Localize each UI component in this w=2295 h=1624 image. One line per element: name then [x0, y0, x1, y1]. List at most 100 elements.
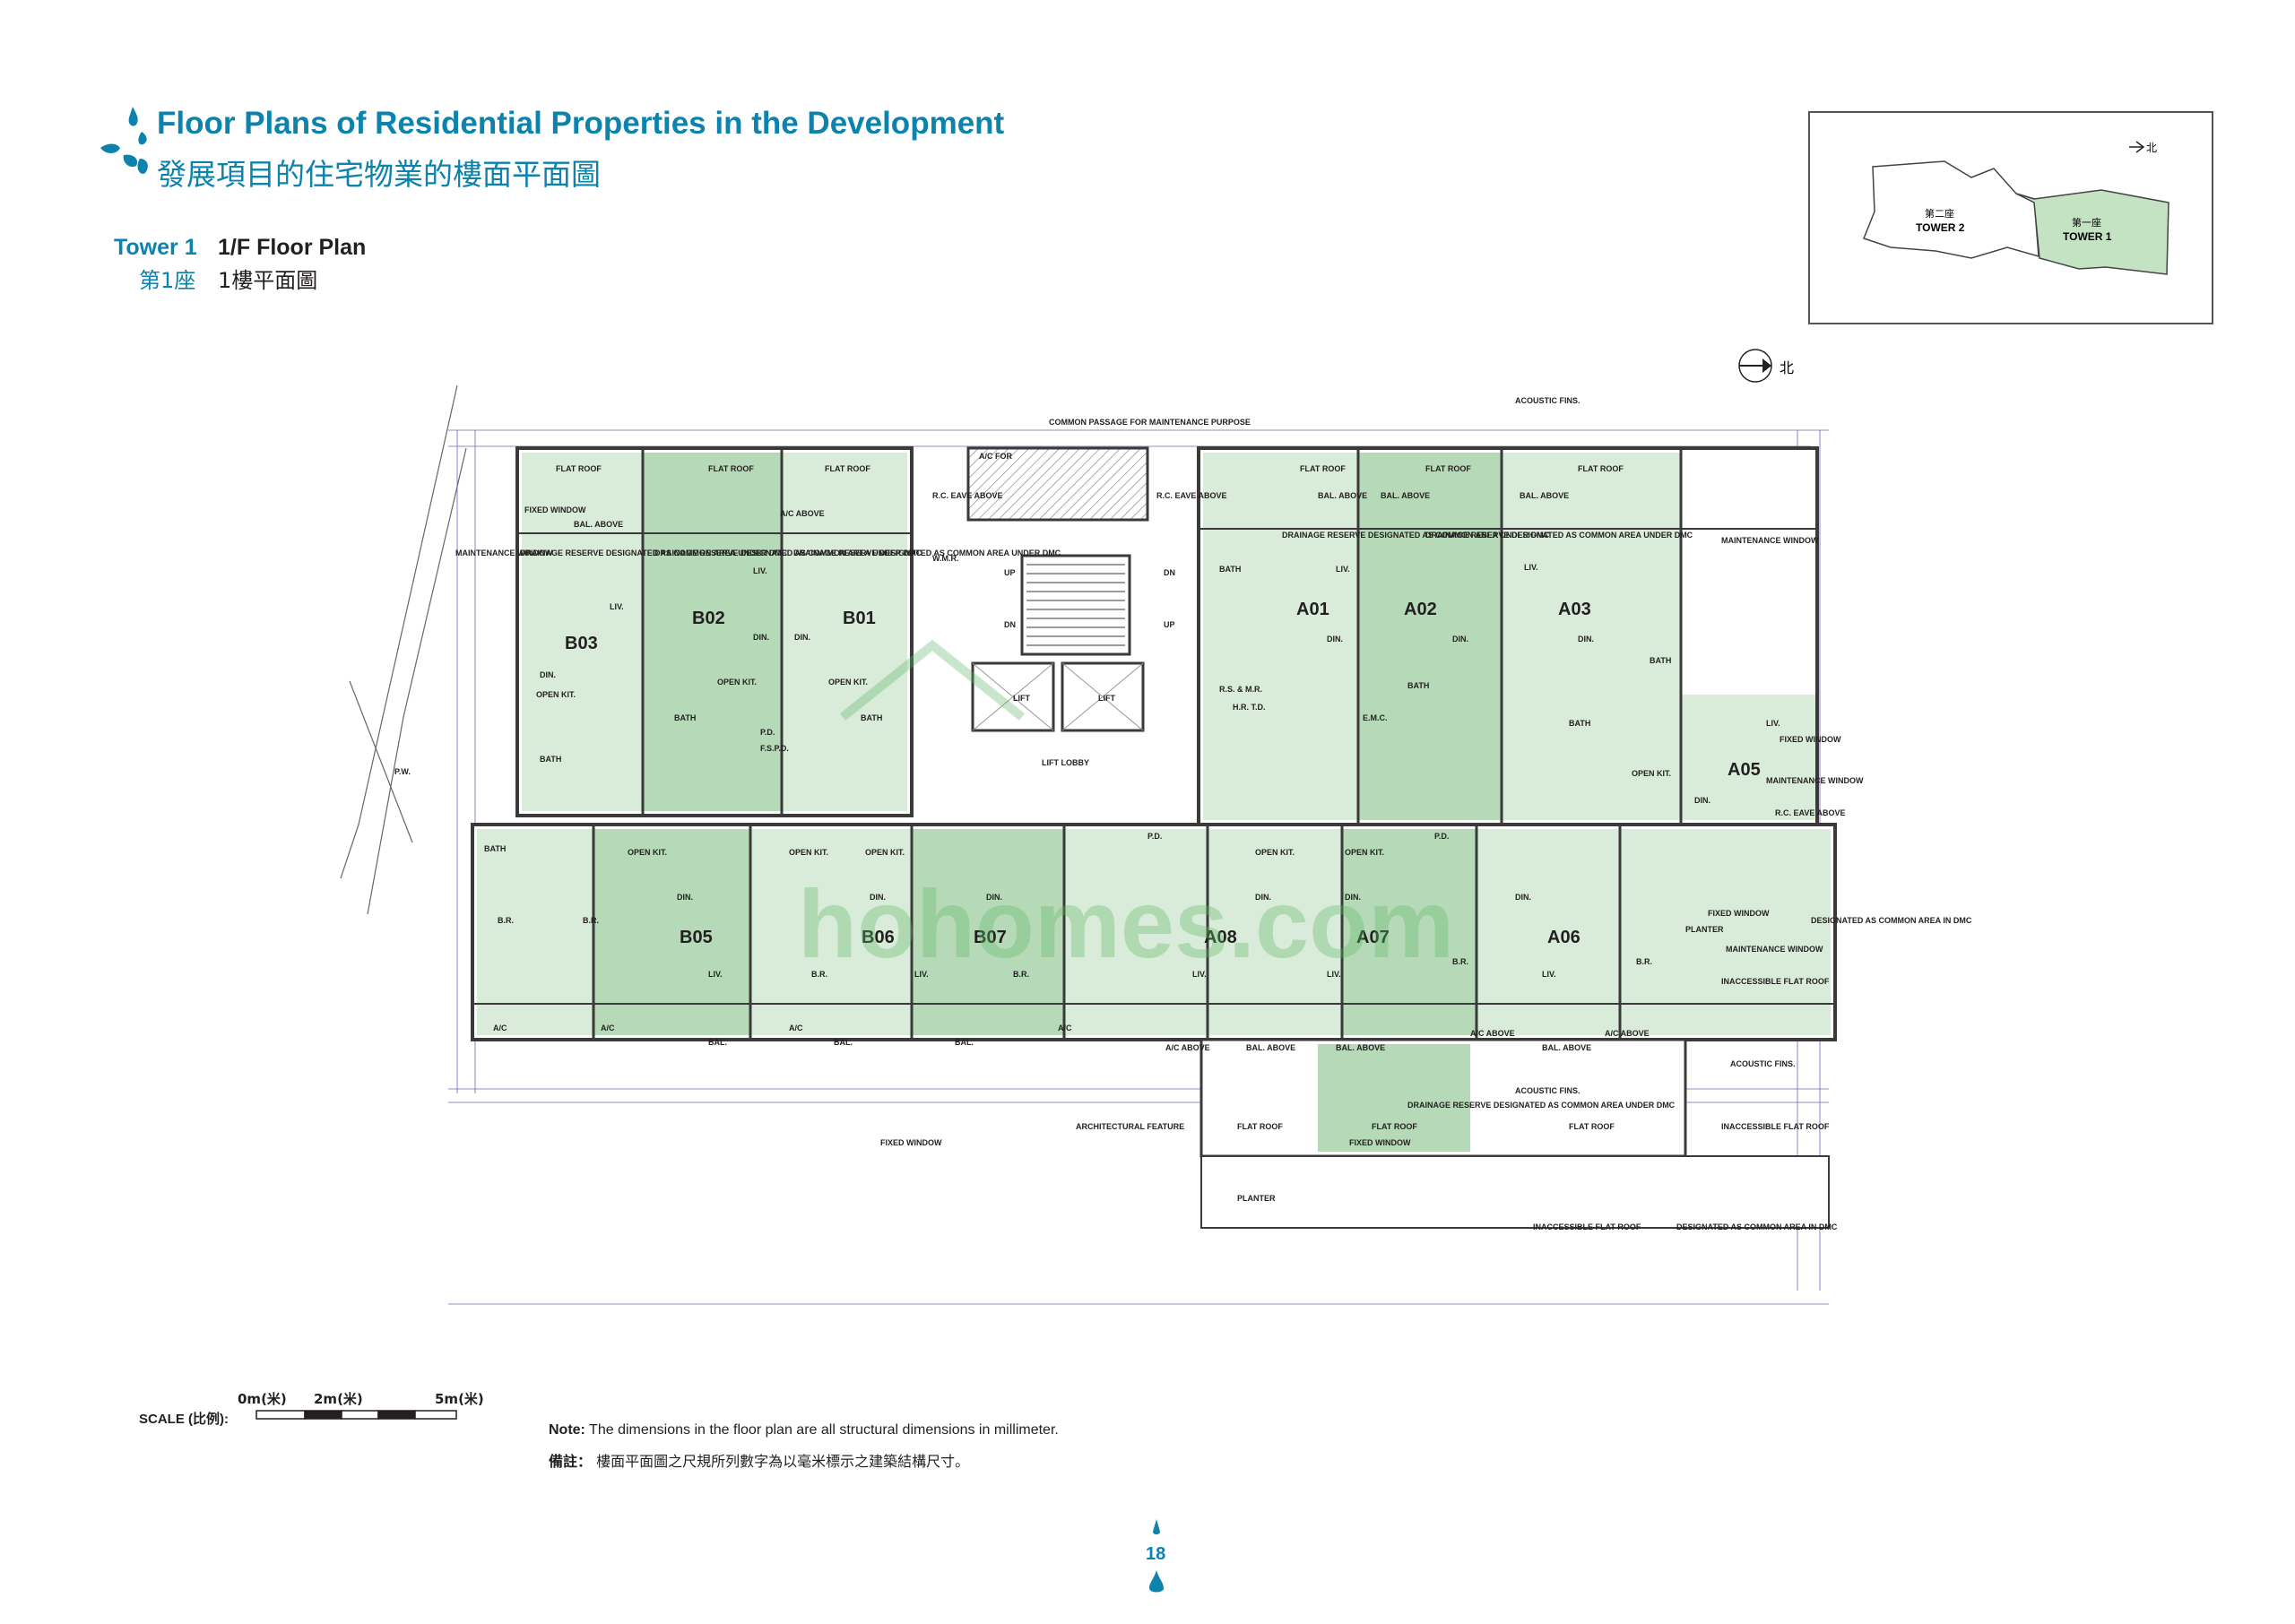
hrtd-label: H.R. T.D.: [1233, 703, 1266, 712]
bath-label: BATH: [1219, 565, 1241, 574]
up-label: UP: [1004, 568, 1016, 577]
bal-label: BAL.: [834, 1038, 853, 1047]
pw-label: P.W.: [394, 767, 411, 776]
liv-label: LIV.: [708, 970, 723, 979]
din-label: DIN.: [540, 670, 556, 679]
drainage-label: DRAINAGE RESERVE DESIGNATED AS COMMON AR…: [793, 549, 1061, 557]
flat-roof-label: FLAT ROOF: [1300, 464, 1346, 473]
floor-plan: 北: [340, 349, 1972, 1305]
bal-above-label: BAL. ABOVE: [1520, 491, 1569, 500]
drainage-label: DRAINAGE RESERVE DESIGNATED AS COMMON AR…: [1407, 1101, 1676, 1110]
page-title: Floor Plans of Residential Properties in…: [157, 106, 1005, 141]
upper-right-wing: [1197, 446, 1819, 826]
unit-label-a02: A02: [1404, 600, 1437, 619]
common-passage-label: COMMON PASSAGE FOR MAINTENANCE PURPOSE: [1049, 418, 1251, 427]
liv-label: LIV.: [914, 970, 929, 979]
ac-for-label: A/C FOR: [979, 452, 1012, 461]
open-kit-label: OPEN KIT.: [717, 678, 757, 687]
liv-label: LIV.: [1766, 719, 1780, 728]
dn-label: DN: [1164, 568, 1175, 577]
din-label: DIN.: [1327, 635, 1343, 644]
rc-eave-label: R.C. EAVE ABOVE: [932, 491, 1003, 500]
flat-roof-label: FLAT ROOF: [556, 464, 602, 473]
din-label: DIN.: [1452, 635, 1468, 644]
din-label: DIN.: [794, 633, 810, 642]
lift-label: LIFT: [1098, 694, 1115, 703]
inaccessible-label: INACCESSIBLE FLAT ROOF: [1721, 1122, 1830, 1131]
din-label: DIN.: [753, 633, 769, 642]
bath-label: BATH: [540, 755, 561, 764]
scale-bar: [255, 1410, 457, 1420]
rc-eave-label: R.C. EAVE ABOVE: [1156, 491, 1227, 500]
planter-label: PLANTER: [1685, 925, 1724, 934]
bal-above-label: BAL. ABOVE: [1336, 1043, 1385, 1052]
open-kit-label: OPEN KIT.: [828, 678, 868, 687]
ac-label: A/C: [1058, 1024, 1072, 1032]
din-label: DIN.: [1345, 893, 1361, 902]
bal-label: BAL.: [708, 1038, 727, 1047]
unit-label-a03: A03: [1558, 600, 1591, 619]
pd-label: P.D.: [1434, 832, 1449, 841]
fixed-window-label: FIXED WINDOW: [1349, 1138, 1411, 1147]
designated-label: DESIGNATED AS COMMON AREA IN DMC: [1676, 1222, 1838, 1231]
scale-tick-5: 5m(米): [435, 1391, 484, 1407]
key-plan-tower2-zh: 第二座: [1925, 207, 1954, 220]
fixed-window-label: FIXED WINDOW: [1780, 735, 1841, 744]
open-kit-label: OPEN KIT.: [1255, 848, 1295, 857]
plan-label-chinese: 1樓平面圖: [218, 268, 318, 293]
unit-label-a06: A06: [1547, 928, 1581, 947]
bal-above-label: BAL. ABOVE: [1246, 1043, 1295, 1052]
fixed-window-label: FIXED WINDOW: [524, 505, 586, 514]
liv-label: LIV.: [753, 566, 767, 575]
fspd-label: F.S.P.D.: [760, 744, 789, 753]
bath-label: BATH: [1407, 681, 1429, 690]
open-kit-label: OPEN KIT.: [1345, 848, 1384, 857]
ac-above-label: A/C ABOVE: [1165, 1043, 1210, 1052]
drainage-label: DRAINAGE RESERVE DESIGNATED AS COMMON AR…: [1425, 531, 1693, 540]
north-label: 北: [1780, 360, 1794, 376]
bal-above-label: BAL. ABOVE: [574, 520, 623, 529]
din-label: DIN.: [1255, 893, 1271, 902]
page-number: 18: [1146, 1544, 1166, 1564]
page-drop-icon: [1149, 1570, 1164, 1593]
emc-label: E.M.C.: [1363, 713, 1388, 722]
flat-roof-label: FLAT ROOF: [825, 464, 870, 473]
lift-label: LIFT: [1013, 694, 1030, 703]
open-kit-label: OPEN KIT.: [536, 690, 576, 699]
note-text-chinese: 樓面平面圖之尺規所列數字為以毫米標示之建築結構尺寸。: [596, 1453, 970, 1470]
unit-label-a01: A01: [1296, 600, 1329, 619]
open-kit-label: OPEN KIT.: [628, 848, 667, 857]
lower-flat-roof: [1199, 1038, 1830, 1229]
bal-above-label: BAL. ABOVE: [1542, 1043, 1591, 1052]
flat-roof-label: FLAT ROOF: [708, 464, 754, 473]
key-plan-tower2-en: TOWER 2: [1916, 221, 1965, 234]
unit-label-b01: B01: [843, 609, 876, 628]
din-label: DIN.: [677, 893, 693, 902]
din-label: DIN.: [870, 893, 886, 902]
designated-label: DESIGNATED AS COMMON AREA IN DMC: [1811, 916, 1972, 925]
bath-label: BATH: [1569, 719, 1590, 728]
key-plan-drawing: 第二座 TOWER 2 第一座 TOWER 1 北: [1863, 141, 2169, 275]
scale-tick-0: 0m(米): [238, 1391, 287, 1407]
note-label: Note:: [549, 1422, 585, 1438]
bath-label: BATH: [861, 713, 882, 722]
core: [966, 446, 1149, 732]
br-label: B.R.: [498, 916, 514, 925]
key-plan-tower1-en: TOWER 1: [2063, 230, 2112, 243]
rc-eave-label: R.C. EAVE ABOVE: [1775, 808, 1846, 817]
din-label: DIN.: [1578, 635, 1594, 644]
unit-labels: B03 B02 B01 A01 A02 A03 A05 B05 B06 B07 …: [565, 600, 1761, 947]
br-label: B.R.: [811, 970, 827, 979]
tower-label: Tower 1: [114, 235, 197, 260]
bal-label: BAL.: [955, 1038, 974, 1047]
inaccessible-label: INACCESSIBLE FLAT ROOF: [1533, 1222, 1641, 1231]
bath-label: BATH: [1650, 656, 1671, 665]
liv-label: LIV.: [1524, 563, 1538, 572]
br-label: B.R.: [583, 916, 599, 925]
din-label: DIN.: [1515, 893, 1531, 902]
unit-label-b07: B07: [974, 928, 1007, 947]
flat-roof-label: FLAT ROOF: [1425, 464, 1471, 473]
wmr-label: W.M.R.: [932, 554, 959, 563]
room-labels: FLAT ROOF FLAT ROOF FLAT ROOF FIXED WIND…: [394, 396, 1972, 1231]
open-kit-label: OPEN KIT.: [1632, 769, 1671, 778]
